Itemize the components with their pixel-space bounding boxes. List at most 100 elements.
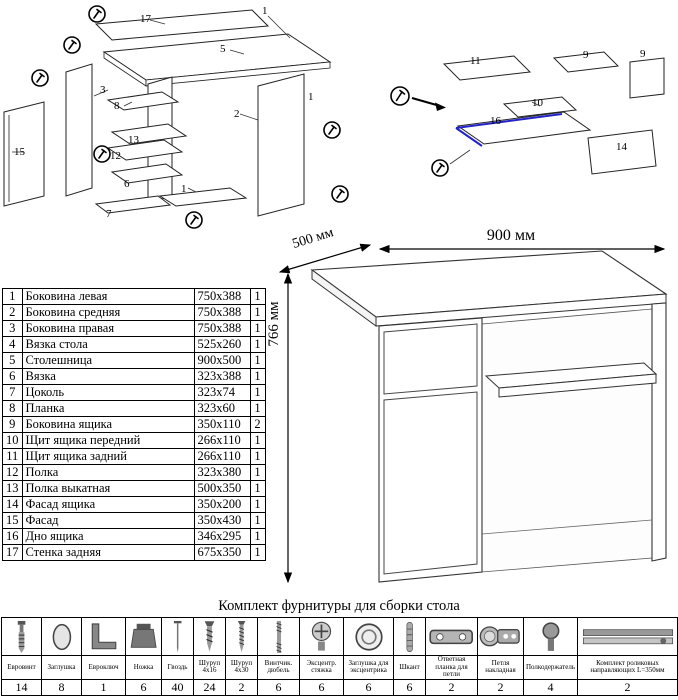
hardware-item-name: Ответная планка для петли [425,655,478,680]
part-size: 500x350 [193,480,251,497]
desk-top-left-edge [311,269,377,327]
hardware-item-qty: 24 [193,678,226,696]
part-name: Цоколь [21,384,195,401]
height-dimension-label: 766 мм [266,301,282,347]
part-number: 14 [2,496,23,513]
hardware-item-qty: 6 [299,678,344,696]
part-size: 525x260 [193,336,251,353]
part-qty: 1 [249,288,266,305]
part-size: 346x295 [193,528,251,545]
part-number-label: 7 [106,208,112,220]
part-name: Фасад [21,512,195,529]
part-number: 17 [2,544,23,561]
part-number-label: 8 [114,100,120,112]
part-size: 323x74 [193,384,251,401]
part-name: Стенка задняя [21,544,195,561]
part-size: 323x380 [193,464,251,481]
part-number: 2 [2,304,23,321]
part-number: 6 [2,368,23,385]
part-number-label: 1 [308,91,314,103]
part-number-label: 17 [140,13,152,25]
nail-icon [161,617,194,656]
hex-key-icon [81,617,126,656]
part-name: Щит ящика задний [21,448,195,465]
part-name: Вязка [21,368,195,385]
part-name: Планка [21,400,195,417]
hardware-item-qty: 6 [257,678,300,696]
cam-cap-icon [343,617,394,656]
part-name: Дно ящика [21,528,195,545]
desk-door [383,391,478,575]
part-number: 1 [2,288,23,305]
part-size: 266x110 [193,432,251,449]
part-number-label: 13 [128,134,140,146]
part-qty: 1 [249,400,266,417]
part-name: Боковина ящика [21,416,195,433]
fastener-callout [31,5,349,229]
part-number: 11 [2,448,23,465]
cap-plug-icon [41,617,82,656]
cam-lock-icon [299,617,344,656]
part-number-label: 9 [583,49,589,61]
part-name: Щит ящика передний [21,432,195,449]
part-qty: 1 [249,464,266,481]
desk-drawer-front [383,323,478,395]
hardware-item-name: Эксцентр. стяжка [299,655,344,680]
hardware-item-name: Шуруп 4x30 [225,655,258,680]
part-size: 350x110 [193,416,251,433]
part-qty: 1 [249,352,266,369]
part-number: 16 [2,528,23,545]
part-size: 675x350 [193,544,251,561]
shelf-pin-icon [523,617,578,656]
part-qty: 1 [249,320,266,337]
hardware-item-name: Евровинт [1,655,42,680]
hardware-item-name: Ножка [125,655,162,680]
width-dimension-label: 900 мм [487,227,535,244]
part-number: 10 [2,432,23,449]
hardware-item-name: Заглушка [41,655,82,680]
part-number-label: 14 [616,141,628,153]
part-number-label: 9 [640,48,646,60]
part-size: 350x200 [193,496,251,513]
part-number-label: 16 [490,115,502,127]
part-number-label: 6 [124,178,130,190]
part-number-label: 2 [234,108,240,120]
desk-tray-rail [498,373,657,398]
euro-screw-icon [1,617,42,656]
part-qty: 2 [249,416,266,433]
part-name: Полка выкатная [21,480,195,497]
part-number: 8 [2,400,23,417]
part-number-label: 5 [220,43,226,55]
hinge-icon [477,617,524,656]
part-qty: 1 [249,528,266,545]
hardware-icons-row [1,617,678,656]
part-number-label: 11 [470,55,481,67]
part-name: Столешница [21,352,195,369]
part-size: 750x388 [193,288,251,305]
part-number-label: 1 [262,5,268,17]
hinge-plate-icon [425,617,478,656]
part-number: 5 [2,352,23,369]
hardware-item-qty: 2 [425,678,478,696]
depth-dimension-label: 500 мм [291,225,336,252]
hardware-item-name: Гвоздь [161,655,194,680]
part-qty: 1 [249,368,266,385]
part-name: Боковина средняя [21,304,195,321]
desk-right-panel [651,302,667,562]
part-number: 12 [2,464,23,481]
desk-back-panel [481,308,653,573]
